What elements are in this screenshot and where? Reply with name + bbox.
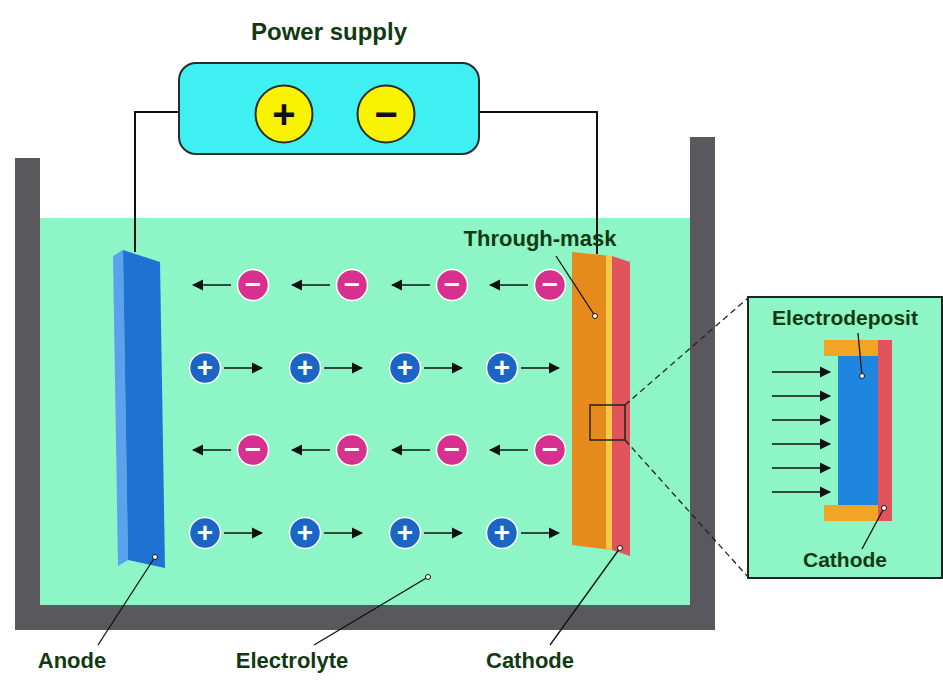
ion-circle: + <box>288 351 322 385</box>
zoom-line <box>625 298 748 405</box>
polarity-sign: − <box>344 271 360 299</box>
leader-dots <box>153 314 887 580</box>
part-label: Electrolyte <box>236 648 349 673</box>
wire <box>135 112 178 252</box>
polarity-sign: + <box>272 94 295 134</box>
ion-circle: + <box>188 516 222 550</box>
circle-shape <box>290 353 321 384</box>
electrolyte-bath <box>40 218 690 605</box>
heading-label: Power supply <box>180 18 478 46</box>
circle-shape <box>190 353 221 384</box>
polarity-sign: + <box>197 519 213 547</box>
ion-circle: + <box>485 516 519 550</box>
polarity-sign: + <box>494 354 510 382</box>
part-label: Through-mask <box>464 226 617 251</box>
ion-circle: − <box>435 268 469 302</box>
polarity-sign: + <box>297 354 313 382</box>
ion-arrows <box>193 285 559 533</box>
polarity-sign: − <box>344 436 360 464</box>
polarity-sign: − <box>444 271 460 299</box>
magnified-inset: ElectrodepositCathode <box>748 297 942 578</box>
polarity-sign: + <box>397 519 413 547</box>
circle-shape <box>390 518 421 549</box>
circle-shape <box>358 86 415 143</box>
circle-shape <box>238 435 269 466</box>
callout-label: Electrodeposit <box>748 306 942 330</box>
circle-shape <box>256 86 313 143</box>
inset-arrows <box>772 372 830 492</box>
circle-shape <box>337 270 368 301</box>
inset-panel <box>748 297 942 578</box>
terminal-circle: − <box>356 84 416 144</box>
polarity-sign: − <box>245 271 261 299</box>
cathode-plate <box>612 256 630 556</box>
polarity-sign: − <box>444 436 460 464</box>
circle-shape <box>390 353 421 384</box>
polarity-sign: + <box>494 519 510 547</box>
polarity-sign: − <box>374 94 397 134</box>
circle-shape <box>190 518 221 549</box>
circle-shape <box>535 435 566 466</box>
circle-shape <box>487 353 518 384</box>
ion-circle: − <box>335 268 369 302</box>
polarity-sign: − <box>542 436 558 464</box>
zoom-frame <box>590 405 625 440</box>
tank-wall <box>15 137 715 630</box>
ion-circle: − <box>435 433 469 467</box>
ion-circle: − <box>236 268 270 302</box>
ion-circle: − <box>335 433 369 467</box>
part-label: Cathode <box>486 648 574 673</box>
ion-circle: + <box>388 351 422 385</box>
inset-cathode <box>878 340 892 521</box>
through-mask <box>572 252 612 550</box>
polarity-sign: + <box>397 354 413 382</box>
terminal-circle: + <box>254 84 314 144</box>
circle-shape <box>487 518 518 549</box>
zoom-line <box>625 440 748 577</box>
ion-circle: − <box>533 433 567 467</box>
circle-shape <box>290 518 321 549</box>
part-label: Anode <box>38 648 106 673</box>
circle-shape <box>535 270 566 301</box>
circle-shape <box>238 270 269 301</box>
ion-circle: − <box>236 433 270 467</box>
ion-circle: + <box>388 516 422 550</box>
polarity-sign: − <box>542 271 558 299</box>
circle-shape <box>437 270 468 301</box>
anode-plate <box>123 250 165 568</box>
inset-mask <box>824 340 878 356</box>
callout-label: Cathode <box>748 548 942 572</box>
polarity-sign: − <box>245 436 261 464</box>
ion-circle: + <box>485 351 519 385</box>
polarity-sign: + <box>197 354 213 382</box>
ion-circle: + <box>288 516 322 550</box>
inset-electrodeposit <box>838 356 878 505</box>
leader-lines <box>98 256 884 645</box>
polarity-sign: + <box>297 519 313 547</box>
circle-shape <box>437 435 468 466</box>
mask-edge <box>606 255 612 550</box>
ion-circle: − <box>533 268 567 302</box>
circle-shape <box>337 435 368 466</box>
inset-mask <box>824 505 878 521</box>
ion-circle: + <box>188 351 222 385</box>
power-supply-box: Power supply+− <box>178 62 480 155</box>
